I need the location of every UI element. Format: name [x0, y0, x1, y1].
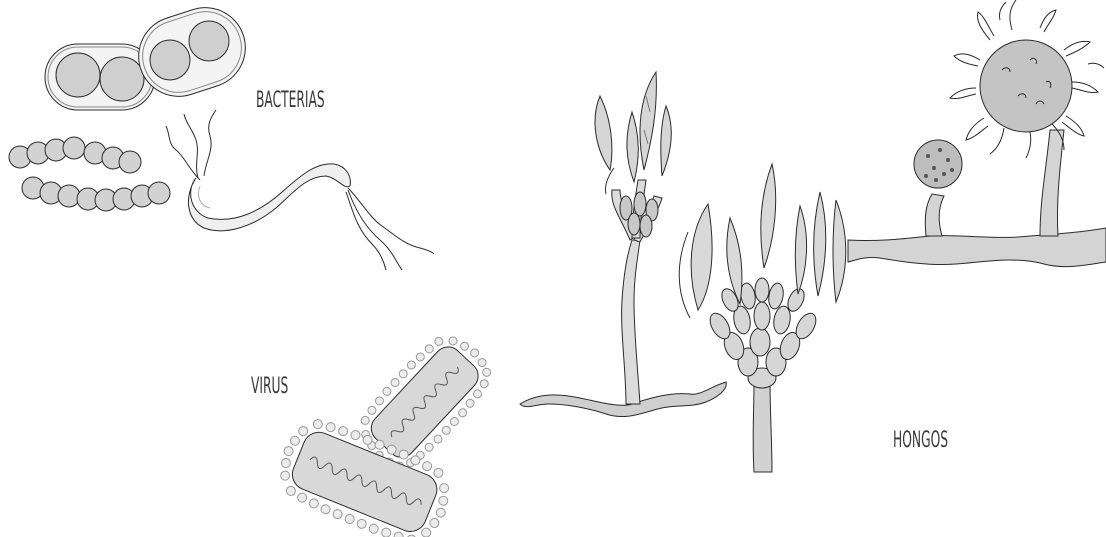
hongos-label: HONGOS	[893, 428, 948, 453]
streptococcus-chain-lower	[22, 177, 170, 211]
large-sporangium	[980, 40, 1072, 132]
virus-group	[268, 321, 504, 537]
flagellated-bacillus	[166, 110, 434, 270]
virus-label: VIRUS	[251, 374, 288, 399]
bacterias-label: BACTERIAS	[256, 88, 325, 113]
conidiophore-center	[679, 164, 846, 472]
bacteria-group	[9, 0, 434, 270]
sporangiophore-right	[848, 0, 1106, 267]
small-sporangium	[914, 140, 962, 188]
streptococcus-chain-upper	[9, 137, 141, 173]
fungi-group	[520, 0, 1106, 472]
